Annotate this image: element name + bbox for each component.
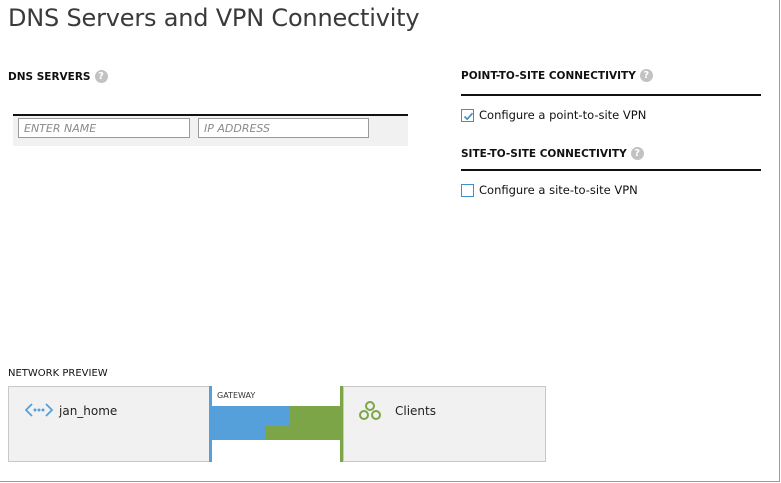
p2s-heading: POINT-TO-SITE CONNECTIVITY ? [461, 69, 653, 82]
p2s-checkbox[interactable] [461, 108, 474, 122]
dns-servers-heading: DNS SERVERS ? [8, 70, 108, 83]
help-icon[interactable]: ? [639, 69, 653, 82]
s2s-checkbox-label: Configure a site-to-site VPN [479, 183, 638, 197]
p2s-heading-text: POINT-TO-SITE CONNECTIVITY [461, 69, 636, 82]
dns-ip-input[interactable] [198, 118, 369, 138]
local-network-card: jan_home [8, 386, 210, 462]
clients-icon [359, 401, 381, 420]
checkmark-icon [463, 112, 474, 120]
s2s-checkbox-row[interactable]: Configure a site-to-site VPN [461, 183, 638, 197]
gateway-connector: GATEWAY [209, 386, 343, 462]
gateway-left-edge [209, 386, 212, 462]
s2s-divider [461, 169, 761, 171]
s2s-checkbox[interactable] [461, 183, 474, 197]
p2s-divider [461, 94, 761, 96]
gateway-label: GATEWAY [217, 391, 256, 400]
network-arrows-icon [25, 403, 53, 417]
p2s-checkbox-label: Configure a point-to-site VPN [479, 108, 647, 122]
gateway-right-edge [340, 386, 343, 462]
p2s-checkbox-row[interactable]: Configure a point-to-site VPN [461, 108, 646, 122]
help-icon[interactable]: ? [94, 70, 108, 83]
s2s-heading: SITE-TO-SITE CONNECTIVITY ? [461, 147, 644, 160]
clients-name: Clients [395, 404, 436, 418]
dns-name-input[interactable] [18, 118, 190, 138]
local-network-name: jan_home [59, 404, 118, 418]
dns-divider [13, 114, 408, 116]
s2s-heading-text: SITE-TO-SITE CONNECTIVITY [461, 147, 627, 160]
help-icon[interactable]: ? [630, 147, 644, 160]
network-preview-heading: NETWORK PREVIEW [8, 368, 108, 379]
clients-card: Clients [343, 386, 546, 462]
gateway-link-graphic [212, 406, 340, 440]
page-title: DNS Servers and VPN Connectivity [8, 4, 420, 32]
dns-servers-heading-text: DNS SERVERS [8, 70, 91, 83]
